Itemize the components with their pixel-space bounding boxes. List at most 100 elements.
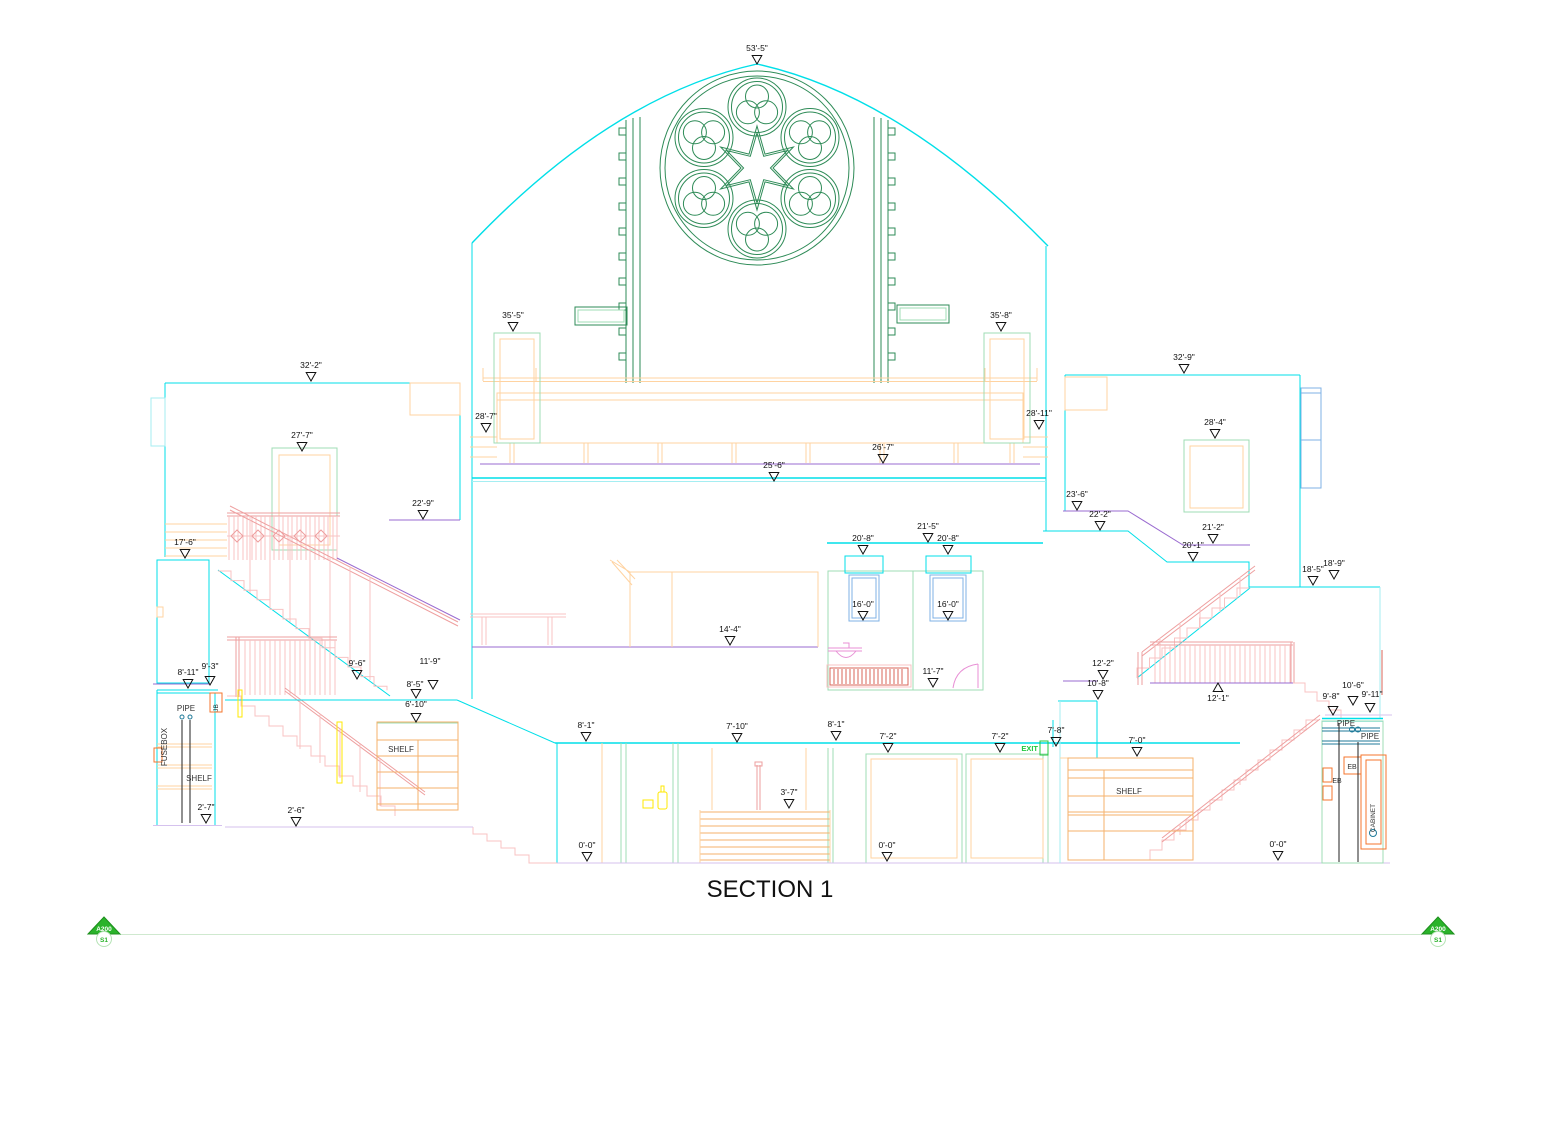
svg-text:7'-8": 7'-8" [1048, 725, 1065, 735]
shelf-unit-right [1060, 758, 1193, 860]
elevation-marker: 10'-6" [1342, 680, 1364, 706]
sheet-ref: A200 [96, 926, 112, 933]
elevation-marker: 17'-6" [174, 537, 196, 559]
svg-text:7'-0": 7'-0" [1129, 735, 1146, 745]
svg-text:9'-6": 9'-6" [349, 658, 366, 668]
utility-room [1322, 715, 1392, 863]
door-frame [272, 448, 337, 550]
elevation-marker: 7'-2" [992, 731, 1009, 753]
elevation-marker: 20'-8" [937, 533, 959, 555]
sheet-detail: S1 [1434, 937, 1442, 944]
svg-text:10'-8": 10'-8" [1087, 678, 1109, 688]
elevation-marker: 28'-7" [475, 411, 497, 433]
cabinet-label: CABINET [1370, 804, 1377, 832]
svg-text:10'-6": 10'-6" [1342, 680, 1364, 690]
svg-text:2'-6": 2'-6" [288, 805, 305, 815]
elevation-marker: 3'-7" [781, 787, 798, 809]
elevation-marker: 18'-9" [1323, 558, 1345, 580]
elevation-marker: 35'-5" [502, 310, 524, 332]
elevation-marker: 35'-8" [990, 310, 1012, 332]
elevation-marker: 10'-8" [1087, 678, 1109, 700]
equipment-labels: FUSEBOX PIPE JB SHELF SHELF SHELF EXIT P… [160, 704, 1379, 832]
elevation-marker: 20'-1" [1182, 540, 1204, 562]
rose-window [660, 71, 854, 265]
svg-text:7'-10": 7'-10" [726, 721, 748, 731]
stair-upper-flight [218, 506, 458, 696]
eb-label: EB [1347, 764, 1357, 771]
elevation-marker: 22'-2" [1089, 509, 1111, 531]
svg-text:11'-7": 11'-7" [922, 666, 943, 676]
svg-text:7'-2": 7'-2" [880, 731, 897, 741]
stair-mid-railing [227, 637, 337, 697]
pipe-label: PIPE [1337, 719, 1355, 728]
elevation-marker: 8'-1" [578, 720, 595, 742]
basement [225, 720, 1390, 863]
svg-text:32'-9": 32'-9" [1173, 352, 1195, 362]
jb-label: JB [213, 704, 220, 712]
door-frame [1184, 440, 1249, 512]
elevation-marker: 9'-6" [349, 658, 366, 680]
section-reference-marker: A200 S1 [1422, 917, 1454, 947]
svg-text:12'-1": 12'-1" [1207, 693, 1229, 703]
svg-text:2'-7": 2'-7" [198, 802, 215, 812]
svg-text:7'-2": 7'-2" [992, 731, 1009, 741]
svg-text:18'-9": 18'-9" [1323, 558, 1345, 568]
elevation-marker: 12'-2" [1092, 658, 1114, 680]
elevation-marker: 21'-5" [917, 521, 939, 543]
elevation-marker: 16'-0" [852, 599, 874, 621]
elevation-marker: 11'-9" [419, 656, 440, 666]
chapel-rooms [827, 543, 1043, 690]
svg-text:53'-5": 53'-5" [746, 43, 768, 53]
svg-text:28'-7": 28'-7" [475, 411, 497, 421]
svg-text:8'-1": 8'-1" [578, 720, 595, 730]
elevation-marker: 7'-10" [726, 721, 748, 743]
svg-text:8'-11": 8'-11" [177, 667, 198, 677]
cabinet [1361, 755, 1386, 849]
elevation-marker: 20'-8" [852, 533, 874, 555]
svg-text:12'-2": 12'-2" [1092, 658, 1114, 668]
svg-text:9'-11": 9'-11" [1361, 689, 1382, 699]
stair-lower-flight [227, 688, 425, 816]
elevation-marker: 53'-5" [746, 43, 768, 65]
elevation-markers: 53'-5" 35'-5" 35'-8" 32'-2" 32'-9" 27'-7… [174, 43, 1383, 862]
svg-text:9'-3": 9'-3" [202, 661, 219, 671]
elevation-marker: 26'-7" [872, 442, 894, 464]
svg-text:23'-6": 23'-6" [1066, 489, 1088, 499]
svg-text:3'-7": 3'-7" [781, 787, 798, 797]
elevation-marker: 7'-2" [880, 731, 897, 753]
elevation-marker: 14'-4" [719, 624, 741, 646]
svg-text:22'-9": 22'-9" [412, 498, 434, 508]
buttress-towers [619, 117, 895, 383]
svg-text:8'-1": 8'-1" [828, 719, 845, 729]
section-reference-marker: A200 S1 [88, 917, 120, 947]
shelf-label: SHELF [1116, 787, 1142, 796]
roof-beams [575, 305, 949, 325]
sanctuary-floor [470, 560, 818, 647]
svg-text:20'-1": 20'-1" [1182, 540, 1204, 550]
svg-text:28'-4": 28'-4" [1204, 417, 1226, 427]
svg-text:25'-6": 25'-6" [763, 460, 785, 470]
svg-text:6'-10": 6'-10" [405, 699, 427, 709]
elevation-marker: 7'-0" [1129, 735, 1146, 757]
svg-text:9'-8": 9'-8" [1323, 691, 1340, 701]
elevation-marker: 28'-11" [1026, 408, 1052, 430]
svg-text:20'-8": 20'-8" [852, 533, 874, 543]
elevation-marker: 0'-0" [1270, 839, 1286, 861]
elevation-marker: 12'-1" [1207, 682, 1229, 703]
elevation-marker: 0'-0" [879, 840, 896, 862]
elevation-marker: 8'-1" [828, 719, 845, 741]
sheet-detail: S1 [100, 937, 108, 944]
elevation-marker: 9'-8" [1323, 691, 1340, 716]
stair-lower-flight-right [1150, 683, 1341, 860]
elevation-marker: 16'-0" [937, 599, 959, 621]
elevation-marker: 8'-5" [407, 679, 439, 690]
svg-text:0'-0": 0'-0" [579, 840, 596, 850]
fire-extinguisher [643, 786, 667, 809]
svg-text:0'-0": 0'-0" [879, 840, 896, 850]
ornamental-railing [227, 513, 340, 560]
elevation-marker: 8'-11" [177, 667, 199, 689]
svg-text:11'-9": 11'-9" [419, 656, 440, 666]
exit-sign: EXIT [1021, 744, 1038, 753]
sink [828, 643, 862, 658]
